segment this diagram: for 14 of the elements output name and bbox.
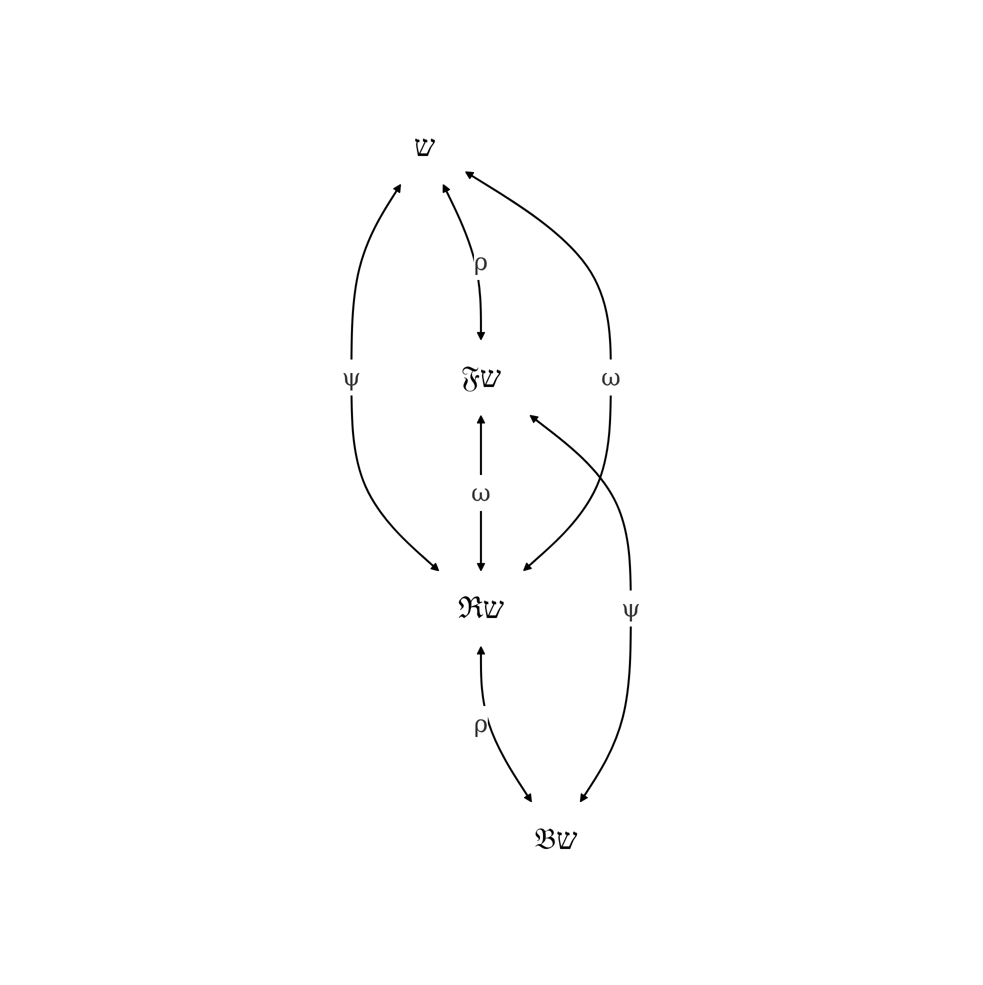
node-text: 𝔅ש: [534, 822, 578, 856]
edge-label: ψ: [622, 594, 641, 622]
arrow: [476, 646, 532, 802]
edge-label: ω: [601, 363, 622, 391]
node-text: 𝔉ש: [461, 360, 502, 394]
edge-label: ψ: [342, 363, 362, 391]
edge-label: ω: [472, 478, 492, 506]
arrow: [443, 183, 486, 340]
arrow: [530, 414, 632, 802]
arrow: [350, 183, 440, 571]
node-text: ש: [414, 128, 436, 164]
edge-label: ρ: [474, 248, 488, 276]
edge-label: ρ: [474, 710, 488, 738]
node-text: ℜש: [458, 590, 504, 626]
